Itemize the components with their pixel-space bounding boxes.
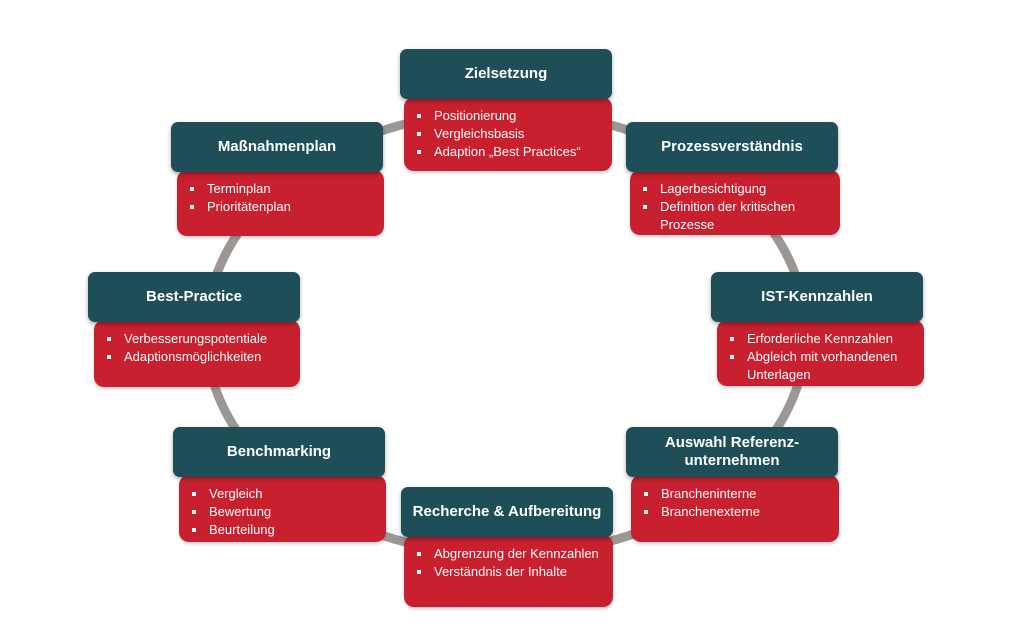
bullet-beurteilung: Beurteilung — [189, 521, 376, 539]
node-title: IST-Kennzahlen — [711, 272, 923, 322]
bullet-verstaendnis-inhalte: Verständnis der Inhalte — [414, 563, 603, 581]
node-title: Recherche & Aufbereitung — [401, 487, 613, 537]
node-title: Maßnahmenplan — [171, 122, 383, 172]
bullet-vergleich: Vergleich — [189, 485, 376, 503]
bullet-vergleichsbasis: Vergleichsbasis — [414, 125, 602, 143]
node-massnahmenplan: Terminplan Prioritätenplan Maßnahmenplan — [171, 122, 384, 236]
bullet-bewertung: Bewertung — [189, 503, 376, 521]
bullet-definition-kritische-prozesse: Definition der kritischen Prozesse — [640, 198, 830, 234]
bullet-terminplan: Terminplan — [187, 180, 374, 198]
bullet-verbesserungspotentiale: Verbesserungspotentiale — [104, 330, 290, 348]
bullet-abgrenzung-kennzahlen: Abgrenzung der Kennzahlen — [414, 545, 603, 563]
node-title: Best-Practice — [88, 272, 300, 322]
bullet-erforderliche-kennzahlen: Erforderliche Kennzahlen — [727, 330, 914, 348]
bullet-abgleich-unterlagen: Abgleich mit vorhandenen Unterlagen — [727, 348, 914, 384]
node-title: Prozessverständnis — [626, 122, 838, 172]
bullet-adaption-best-practices: Adaption „Best Practices“ — [414, 143, 602, 161]
node-title: Benchmarking — [173, 427, 385, 477]
node-title: Zielsetzung — [400, 49, 612, 99]
node-auswahl-referenzunternehmen: Brancheninterne Branchenexterne Auswahl … — [626, 427, 839, 542]
node-prozessverstaendnis: Lagerbesichtigung Definition der kritisc… — [626, 122, 840, 235]
node-recherche-aufbereitung: Abgrenzung der Kennzahlen Verständnis de… — [401, 487, 613, 607]
node-title: Auswahl Referenz-unternehmen — [626, 427, 838, 477]
bullet-brancheninterne: Brancheninterne — [641, 485, 829, 503]
bullet-adaptionsmoeglichkeiten: Adaptionsmöglichkeiten — [104, 348, 290, 366]
bullet-lagerbesichtigung: Lagerbesichtigung — [640, 180, 830, 198]
node-best-practice: Verbesserungspotentiale Adaptionsmöglich… — [88, 272, 300, 387]
node-zielsetzung: Positionierung Vergleichsbasis Adaption … — [400, 49, 612, 171]
bullet-prioritaetenplan: Prioritätenplan — [187, 198, 374, 216]
bullet-branchenexterne: Branchenexterne — [641, 503, 829, 521]
bullet-positionierung: Positionierung — [414, 107, 602, 125]
node-benchmarking: Vergleich Bewertung Beurteilung Benchmar… — [173, 427, 386, 542]
node-ist-kennzahlen: Erforderliche Kennzahlen Abgleich mit vo… — [711, 272, 924, 386]
